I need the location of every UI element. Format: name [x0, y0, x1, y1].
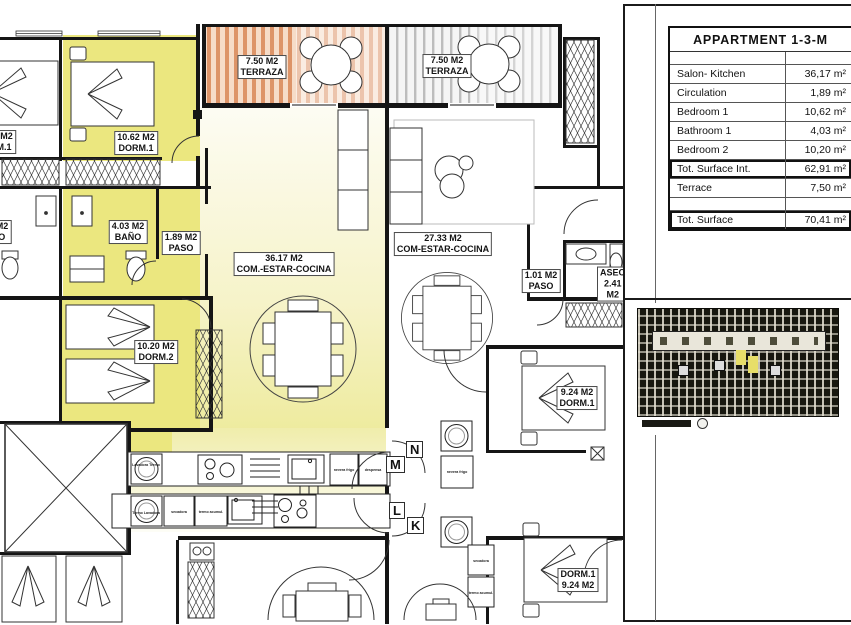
windows	[15, 30, 161, 37]
room-label-neighbor-bath: 4.03 M2 BAÑO	[0, 220, 12, 244]
area-table-row-label: Tot. Surface	[677, 214, 734, 226]
appliance-label: Termo Lavadora	[132, 511, 161, 515]
kitchen	[111, 451, 391, 529]
unit-letter-k: K	[407, 517, 425, 534]
area-table-row: Terrace 7,50 m²	[670, 179, 851, 198]
right-unit-fixtures	[440, 243, 623, 608]
appliance-label: termo acumul.	[199, 510, 224, 514]
area-table-row-value: 36,17 m²	[785, 65, 851, 83]
area-table-row-value: 70,41 m²	[785, 211, 851, 229]
room-label-bedroom2: 10.20 M2 DORM.2	[134, 340, 178, 364]
room-label-paso-right: 1.01 M2 PASO	[521, 269, 561, 293]
area-table-title: APPARTMENT 1-3-M	[670, 28, 851, 52]
appliance-label: secadora	[473, 559, 490, 563]
room-label-bedroom1: 10.62 M2 DORM.1	[114, 131, 158, 155]
area-table-row-value: 4,03 m²	[785, 122, 851, 140]
bathroom-fixtures	[1, 195, 147, 283]
key-plan-highlight	[747, 356, 758, 374]
key-plan-commercial-band	[652, 330, 826, 351]
area-table-row: Bathroom 1 4,03 m²	[670, 122, 851, 141]
beds	[0, 45, 608, 623]
room-label-terrace-right: 7.50 M2 TERRAZA	[422, 54, 472, 78]
area-table-row-label	[670, 198, 785, 210]
area-table-row-value	[785, 52, 851, 64]
key-plan-caption-bar	[641, 420, 691, 428]
key-plan-shaft	[714, 360, 726, 372]
room-label-neighbor-bedroom: 10.62 M2 DORM.1	[0, 130, 16, 154]
room-label-bedroom-right-bottom: DORM.1 9.24 M2	[557, 568, 599, 592]
area-table-row-label: Bedroom 2	[677, 144, 729, 156]
floor-plan: Lavadora Termo Termo Lavadora nevera fri…	[0, 24, 623, 624]
area-table-row-label: Circulation	[677, 87, 727, 99]
walls	[0, 24, 623, 624]
area-table-row-value: 62,91 m²	[785, 160, 851, 178]
area-table-row-value	[785, 198, 851, 210]
appliance-label: nevera frigo	[447, 470, 468, 474]
room-label-bath1: 4.03 M2 BAÑO	[108, 220, 148, 244]
area-table-row-label: Terrace	[677, 182, 713, 194]
room-label-salon-right: 27.33 M2 COM-ESTAR-COCINA	[393, 232, 493, 256]
room-label-terrace-left: 7.50 M2 TERRAZA	[237, 55, 287, 79]
area-table-row-value: 10,20 m²	[785, 141, 851, 159]
room-label-salon: 36.17 M2 COM.-ESTAR-COCINA	[233, 252, 335, 276]
unit-letter-n: N	[406, 441, 424, 458]
area-table-row-label: Bedroom 1	[677, 106, 729, 118]
sheet-right-border	[623, 4, 625, 621]
appliance-label: termo acumul.	[469, 591, 494, 595]
key-plan-building	[637, 308, 839, 417]
floor-plan-drawing: Lavadora Termo Termo Lavadora nevera fri…	[0, 24, 623, 624]
key-plan-highlight	[736, 349, 746, 365]
area-table-row-label: Tot. Surface Int.	[677, 163, 751, 175]
area-table-row-label: Salon- Kitchen	[677, 68, 746, 80]
area-table-row: Tot. Surface 70,41 m²	[670, 211, 851, 229]
living-furniture	[249, 109, 535, 403]
area-table-row: Bedroom 1 10,62 m²	[670, 103, 851, 122]
area-table-row-label: Bathroom 1	[677, 125, 732, 137]
area-table-row-label	[670, 52, 785, 64]
bottom-rooms	[189, 542, 477, 622]
unit-letter-l: L	[389, 502, 405, 519]
area-table-row: Circulation 1,89 m²	[670, 84, 851, 103]
patio-shaft	[4, 423, 128, 553]
area-table-row: Bedroom 2 10,20 m²	[670, 141, 851, 160]
area-table-body: Salon- Kitchen 36,17 m² Circulation 1,89 m²…	[670, 52, 851, 229]
appliance-label: Lavadora Termo	[132, 463, 160, 467]
wardrobes	[1, 39, 623, 619]
unit-letter-m: M	[386, 456, 405, 473]
area-table-row	[670, 198, 851, 211]
area-table-row: Tot. Surface Int. 62,91 m²	[670, 160, 851, 179]
key-plan-thumbnail	[631, 303, 845, 435]
key-plan-logo	[697, 417, 709, 429]
area-table-row-value: 1,89 m²	[785, 84, 851, 102]
keyplan-separator-line	[624, 298, 851, 300]
room-label-paso1: 1.89 M2 PASO	[161, 231, 201, 255]
key-plan-shaft	[769, 364, 781, 376]
area-table-row-value: 10,62 m²	[785, 103, 851, 121]
key-plan-shaft	[678, 364, 690, 376]
room-label-bedroom-right: 9.24 M2 DORM.1	[556, 386, 598, 410]
appliance-label: nevera frigo	[334, 468, 355, 472]
area-table-row-value: 7,50 m²	[785, 179, 851, 197]
area-table-row	[670, 52, 851, 65]
room-label-aseo: ASEO 2.41 M2	[597, 266, 623, 302]
appliance-label: despensa	[365, 468, 383, 472]
appliance-label: secadora	[171, 510, 188, 514]
area-table-row: Salon- Kitchen 36,17 m²	[670, 65, 851, 84]
